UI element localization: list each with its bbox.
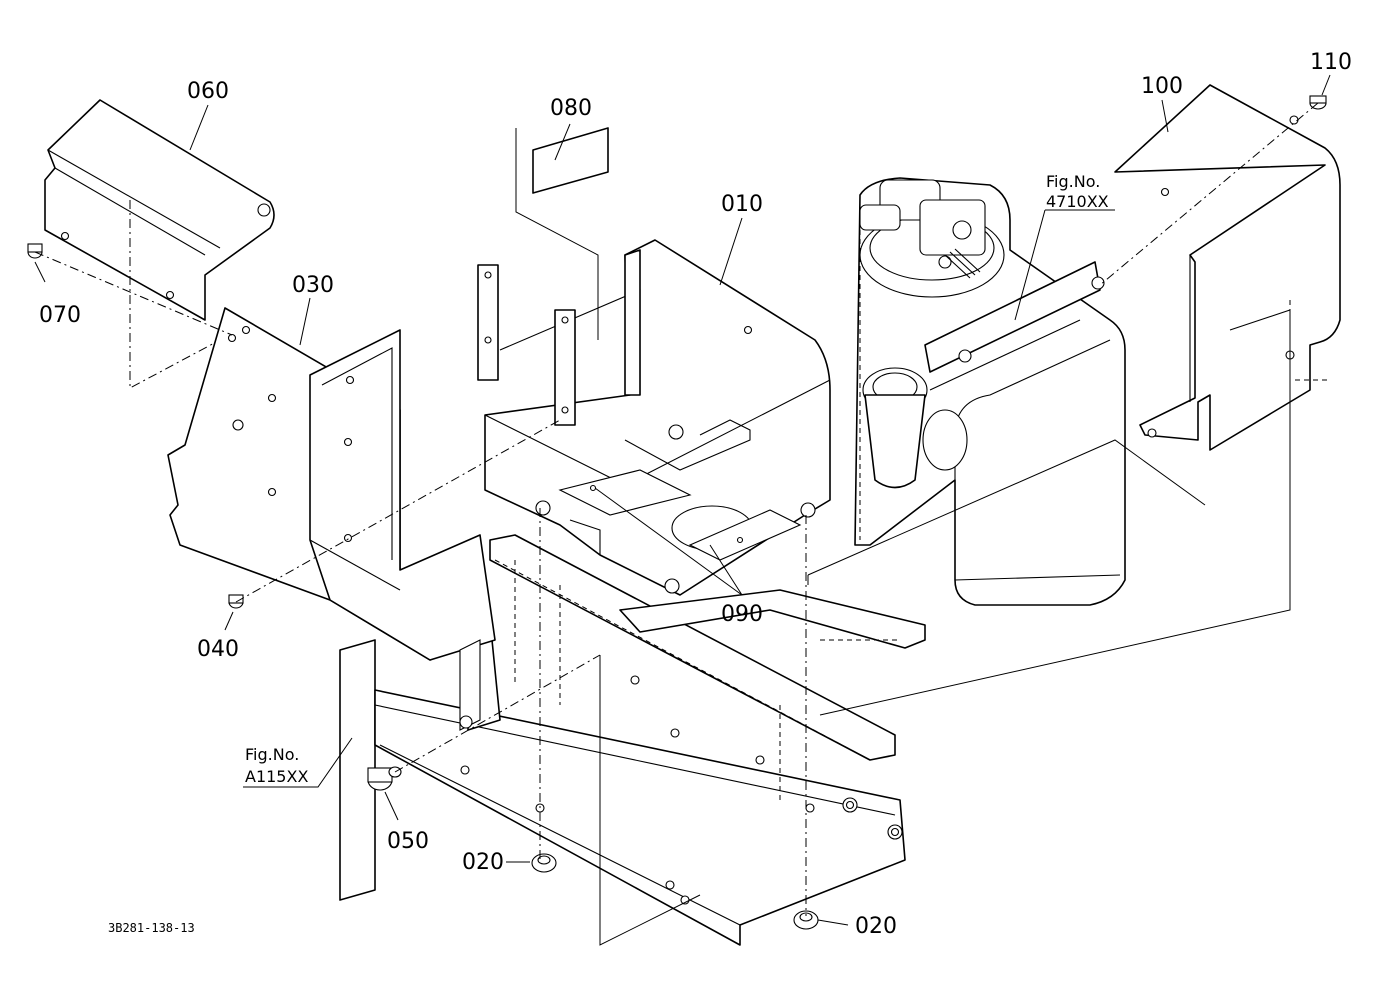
label-020-right: 020 xyxy=(855,914,897,939)
label-060: 060 xyxy=(187,79,229,104)
label-100: 100 xyxy=(1141,74,1183,99)
label-010: 010 xyxy=(721,192,763,217)
part-080-pad xyxy=(515,127,609,340)
fig-word-frame: Fig.No. xyxy=(245,745,299,764)
label-080: 080 xyxy=(550,96,592,121)
part-060-cover xyxy=(44,99,275,389)
leader-lines xyxy=(34,74,1331,926)
label-070: 070 xyxy=(39,303,81,328)
fig-word-engine: Fig.No. xyxy=(1046,172,1100,191)
bolt-070 xyxy=(27,243,43,259)
engine-assembly xyxy=(854,177,1126,606)
nut-020-left xyxy=(531,853,557,873)
fig-ref-frame: A115XX xyxy=(245,767,308,786)
fig-ref-engine: 4710XX xyxy=(1046,192,1109,211)
label-040: 040 xyxy=(197,637,239,662)
part-010-bracket xyxy=(477,239,831,596)
label-020-left: 020 xyxy=(462,850,504,875)
label-110: 110 xyxy=(1310,50,1352,75)
assembly-centerlines xyxy=(34,102,1319,946)
frame-assembly xyxy=(339,534,926,946)
drawing-code: 3B281-138-13 xyxy=(108,921,195,935)
label-090: 090 xyxy=(721,602,763,627)
label-030: 030 xyxy=(292,273,334,298)
part-100-cover xyxy=(1114,84,1341,451)
nut-020-right xyxy=(793,910,819,930)
part-030-panel xyxy=(167,307,501,731)
label-050: 050 xyxy=(387,829,429,854)
bolt-050 xyxy=(367,766,402,791)
